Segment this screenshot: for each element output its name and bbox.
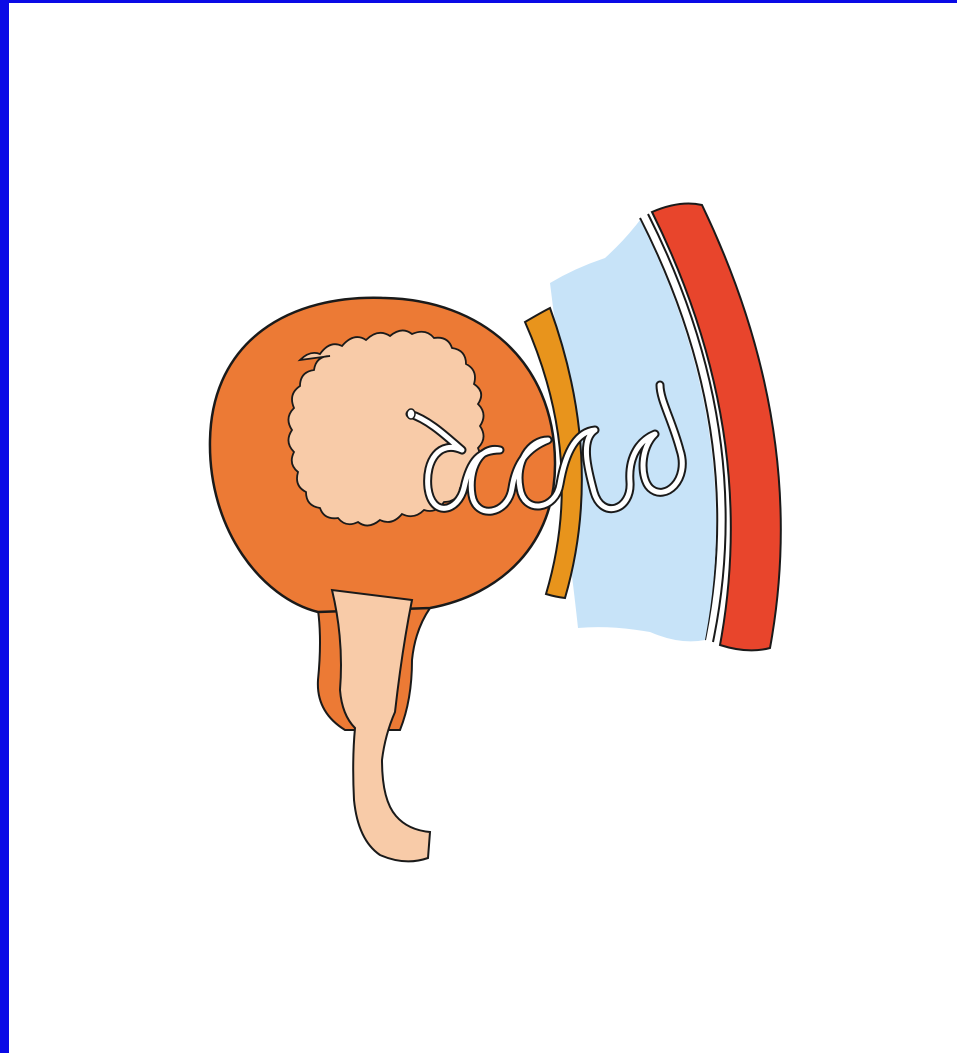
coil-wire-end (407, 409, 415, 419)
diagram-canvas (9, 3, 957, 1053)
diagram-illustration (9, 3, 957, 1053)
left-border (0, 0, 9, 1053)
cyst-lumen (288, 330, 483, 525)
